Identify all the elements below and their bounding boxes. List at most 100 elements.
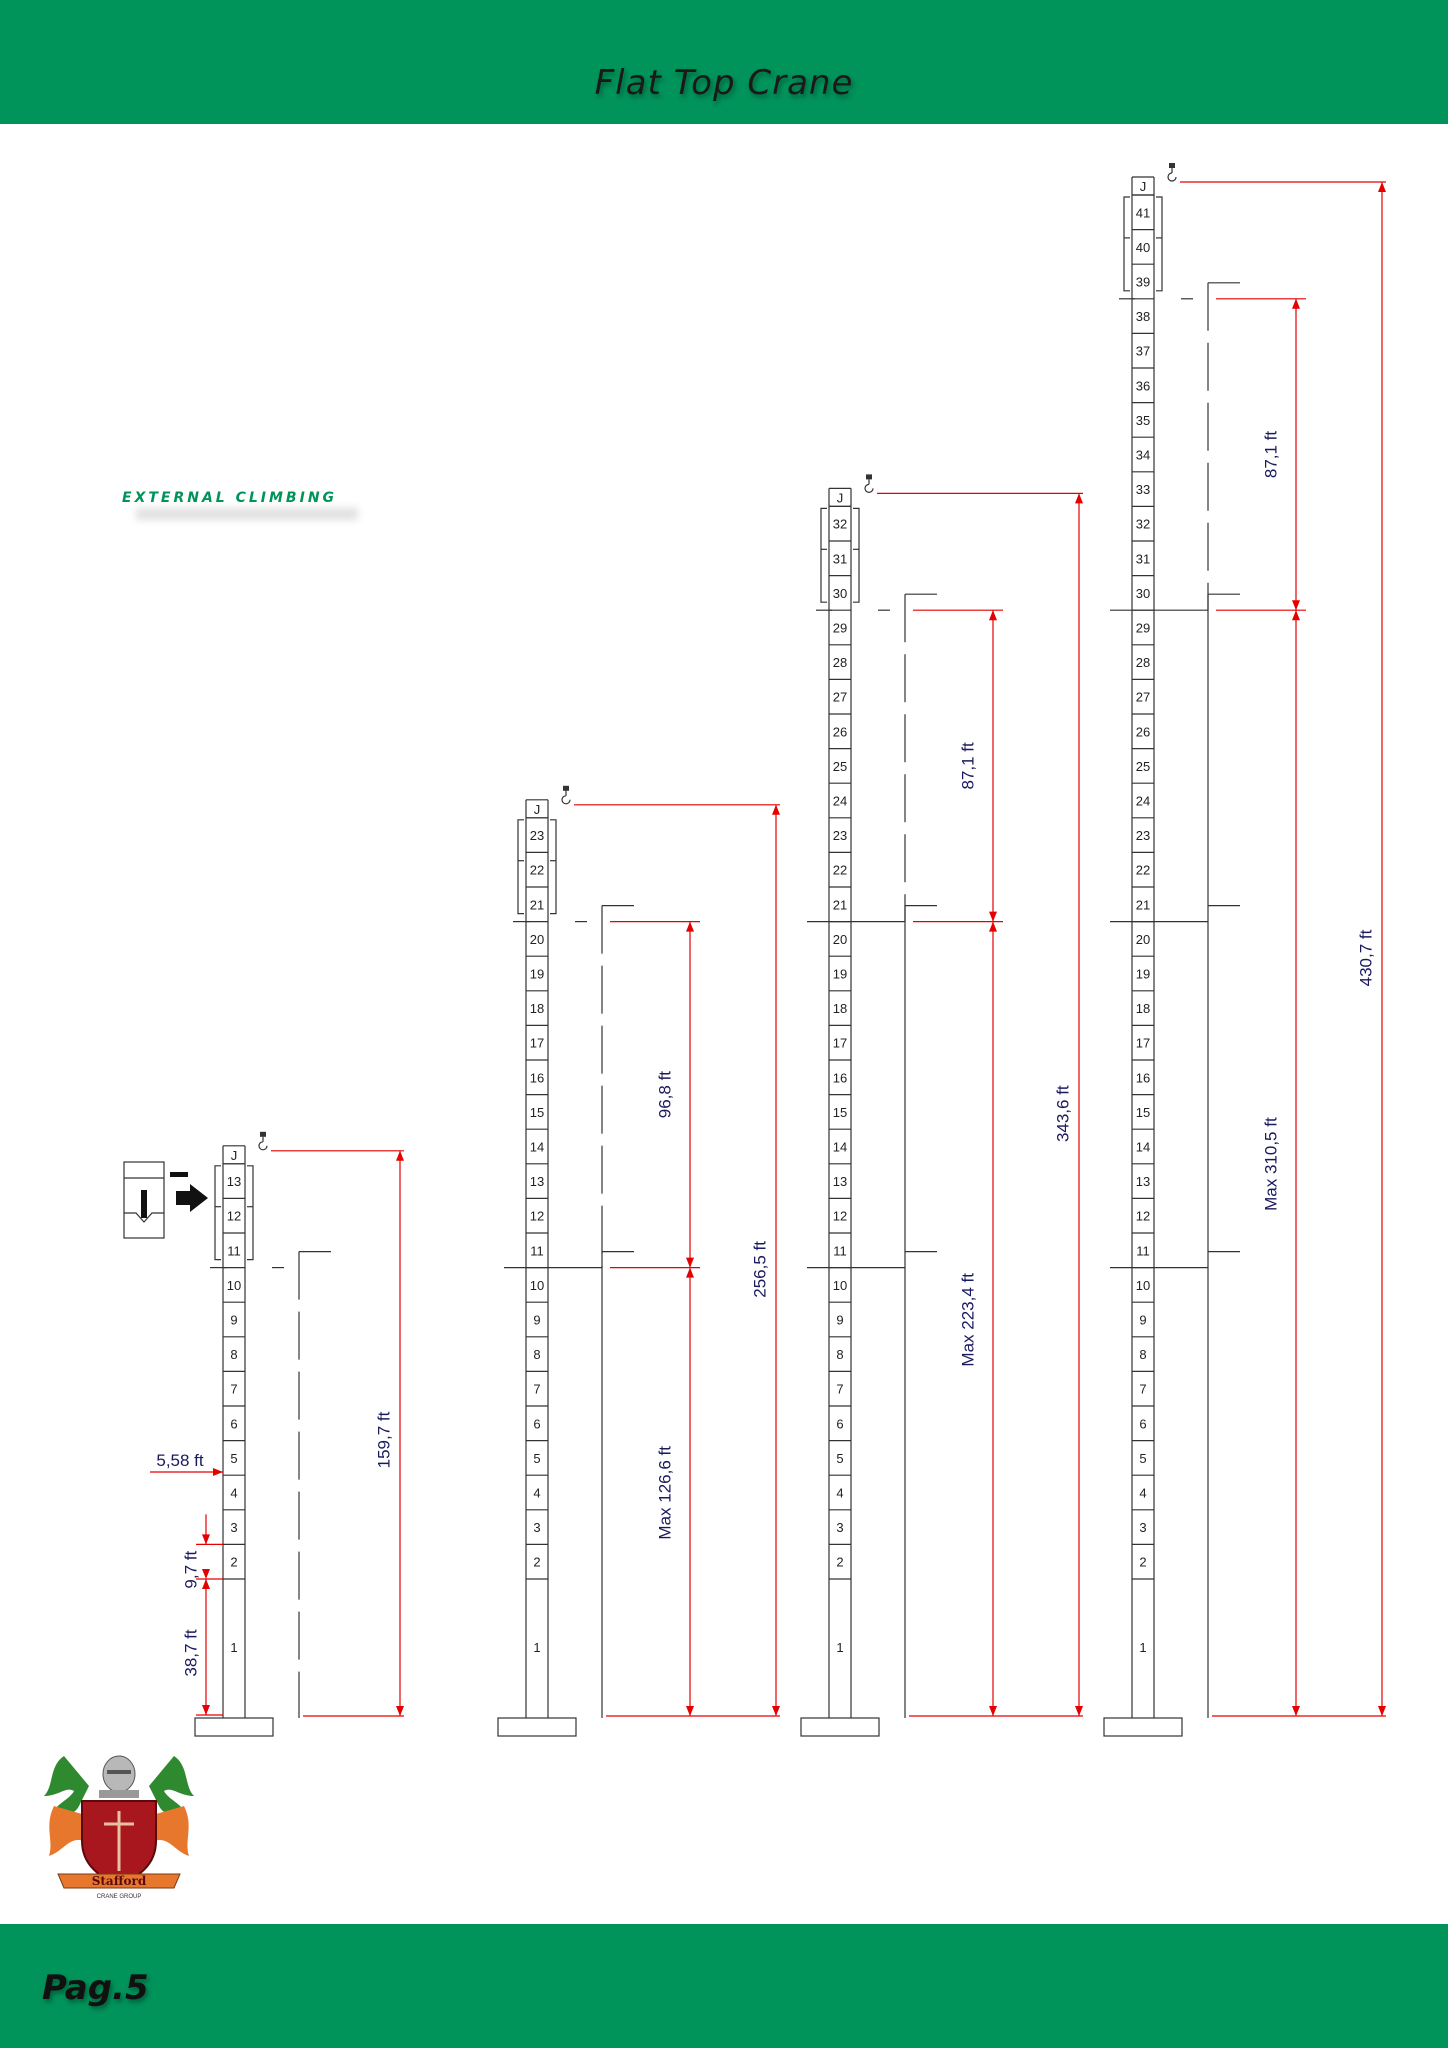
tower-4-dim-total-arrow-bottom: [1378, 1706, 1386, 1716]
tower-2-section-11-label: 11: [530, 1243, 544, 1258]
tower-4-section-33-label: 33: [1136, 482, 1150, 497]
tower-4-section-41-label: 41: [1136, 205, 1150, 220]
tower-3-hook-icon: [864, 479, 874, 493]
tower-2-section-7-label: 7: [533, 1382, 540, 1397]
tower-1-hook-icon: [258, 1136, 268, 1151]
tower-1-section-11-label: 11: [227, 1243, 241, 1258]
tower-4-section-10-label: 10: [1136, 1278, 1150, 1293]
tower-2-section-1-label: 1: [533, 1640, 540, 1655]
tower-4-hook-icon: [1167, 168, 1177, 182]
tower-3-section-19-label: 19: [833, 967, 847, 982]
tower-2-section-10-label: 10: [530, 1278, 544, 1293]
logo-subtext: CRANE GROUP: [97, 1894, 142, 1900]
tower-3-section-10-label: 10: [833, 1278, 847, 1293]
tower-2-bracket-left: [517, 819, 524, 915]
tower-2-section-16-label: 16: [530, 1070, 544, 1085]
tower-1-section-13-label: 13: [227, 1174, 241, 1189]
tower-2-dim-lower-arrow-bottom: [686, 1706, 694, 1716]
tower-3-section-8-label: 8: [836, 1347, 843, 1362]
tower-4-section-3-label: 3: [1139, 1520, 1146, 1535]
tower-1-section-6-label: 6: [230, 1416, 237, 1431]
tower-1-dim-total-arrow-bottom: [396, 1706, 404, 1716]
tower-4-section-20-label: 20: [1136, 932, 1150, 947]
tower-4-section-26-label: 26: [1136, 724, 1150, 739]
tower-4-base: [1103, 1717, 1183, 1737]
tower-3-section-18-label: 18: [833, 1001, 847, 1016]
tower-4-section-21-label: 21: [1136, 897, 1150, 912]
tower-4-section-13-label: 13: [1136, 1174, 1150, 1189]
tower-4-section-8-label: 8: [1139, 1347, 1146, 1362]
tower-3-section-23-label: 23: [833, 828, 847, 843]
tower-4-section-12-label: 12: [1136, 1209, 1150, 1224]
tower-3-section-28-label: 28: [833, 655, 847, 670]
tower-4-joint-label: J: [1140, 179, 1147, 194]
header-bar: Flat Top Crane: [0, 0, 1448, 124]
tower-4-section-14-label: 14: [1136, 1140, 1150, 1155]
tower-3-base: [800, 1717, 880, 1737]
tower-2-dim-total-label: 256,5 ft: [750, 1241, 769, 1298]
tower-2-section-15-label: 15: [530, 1105, 544, 1120]
ribbon: Stafford CRANE GROUP: [57, 1873, 181, 1900]
footer-bar: Pag.5: [0, 1924, 1448, 2048]
tower-4-section-5-label: 5: [1139, 1451, 1146, 1466]
tower-3-section-21-label: 21: [833, 897, 847, 912]
tower-4-dim-lower-arrow-bottom: [1292, 1706, 1300, 1716]
tower-2-hook-block-icon: [563, 785, 569, 791]
logo-name: Stafford: [92, 1874, 147, 1888]
tower-2-hook-icon: [561, 790, 571, 805]
tower-3-dim-total-label: 343,6 ft: [1053, 1085, 1072, 1142]
tower-2-section-17-label: 17: [530, 1036, 544, 1051]
tower-4-section-29-label: 29: [1136, 621, 1150, 636]
climbing-frame-icon: [123, 1161, 208, 1239]
tower-4-dim-total-arrow-top: [1378, 182, 1386, 192]
tower-1-dim-base-arrow-bottom: [202, 1705, 210, 1715]
tower-3-section-29-label: 29: [833, 621, 847, 636]
tower-4-section-6-label: 6: [1139, 1416, 1146, 1431]
tower-3-section-16-label: 16: [833, 1070, 847, 1085]
tower-4-section-38-label: 38: [1136, 309, 1150, 324]
tower-3-section-17-label: 17: [833, 1036, 847, 1051]
tower-4-section-23-label: 23: [1136, 828, 1150, 843]
tower-1-section-7-label: 7: [230, 1382, 237, 1397]
tower-1-hook-block-icon: [260, 1131, 266, 1137]
tower-2-dim-total-arrow-top: [772, 804, 780, 815]
tower-1-bracket-left: [214, 1165, 221, 1261]
tower-4-section-40-label: 40: [1136, 240, 1150, 255]
tower-4-section-37-label: 37: [1136, 344, 1150, 359]
tower-2-dim-lower-label: Max 126,6 ft: [655, 1446, 674, 1540]
tower-2-section-9-label: 9: [533, 1313, 540, 1328]
tower-2-section-6-label: 6: [533, 1416, 540, 1431]
tower-4-section-39-label: 39: [1136, 275, 1150, 290]
tower-2-dim-lower-arrow-top: [686, 1267, 694, 1278]
tower-3-section-26-label: 26: [833, 724, 847, 739]
tower-3-dim-total-arrow-bottom: [1075, 1706, 1083, 1716]
tower-3-section-13-label: 13: [833, 1174, 847, 1189]
tower-1-dim-base-arrow-top: [202, 1569, 210, 1579]
tower-4-section-15-label: 15: [1136, 1105, 1150, 1120]
tower-4-bracket-right: [1156, 196, 1163, 292]
tower-4-section-31-label: 31: [1136, 551, 1150, 566]
tower-1-section-5-label: 5: [230, 1451, 237, 1466]
tower-2-section-22-label: 22: [530, 863, 544, 878]
subtitle-shadow: [136, 508, 358, 520]
tower-2-section-8-label: 8: [533, 1347, 540, 1362]
frame-notch: [124, 1212, 164, 1223]
tower-1-section-8-label: 8: [230, 1347, 237, 1362]
tower-1-joint-label: J: [231, 1148, 238, 1163]
tower-2-bracket-right: [550, 819, 557, 915]
tower-1-dim-horizontal-label: 5,58 ft: [156, 1451, 204, 1470]
page-title: Flat Top Crane: [594, 63, 854, 103]
tower-1-section-9-label: 9: [230, 1313, 237, 1328]
tower-1-section-1-label: 1: [230, 1640, 237, 1655]
tower-3-joint-label: J: [837, 490, 844, 505]
tower-3-section-5-label: 5: [836, 1451, 843, 1466]
tower-1-dim-total-label: 159,7 ft: [374, 1411, 393, 1468]
tower-4-section-9-label: 9: [1139, 1313, 1146, 1328]
tower-3-dim-lower-label: Max 223,4 ft: [958, 1273, 977, 1367]
tower-2-dim-upper-label: 96,8 ft: [655, 1071, 674, 1119]
tower-4-section-2-label: 2: [1139, 1555, 1146, 1570]
tower-4-dim-upper-arrow-top: [1292, 298, 1300, 309]
tower-3-section-12-label: 12: [833, 1209, 847, 1224]
tower-4-section-16-label: 16: [1136, 1070, 1150, 1085]
tower-2-dim-upper-arrow-bottom: [686, 1257, 694, 1268]
